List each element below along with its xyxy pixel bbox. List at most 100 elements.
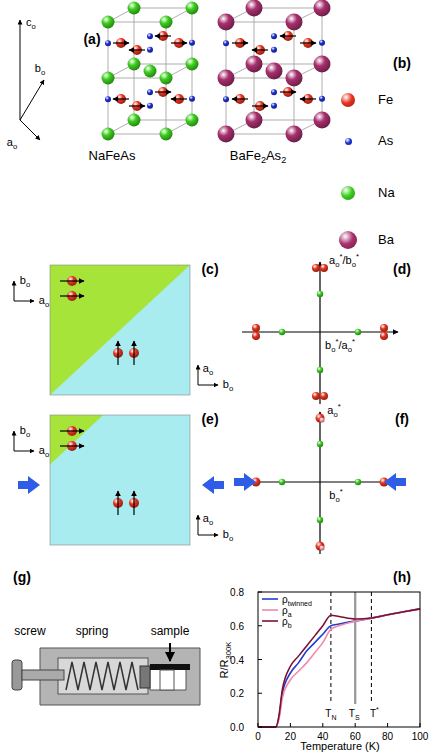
transition-line: [330, 592, 331, 703]
domain-region: [50, 265, 190, 395]
domain-region: [50, 265, 190, 395]
axis-arrow: [198, 365, 199, 385]
axis-arrow: [319, 412, 320, 554]
text-label: 0.2: [230, 688, 244, 699]
atom: [147, 103, 153, 109]
atom: [312, 392, 320, 400]
spin-arrow: [232, 98, 248, 99]
atom: [312, 264, 320, 272]
atom-swatch: [341, 93, 355, 107]
spin-arrow: [129, 105, 145, 106]
pressure-arrow: [384, 473, 406, 491]
text-label: 0.0: [230, 722, 244, 733]
text-label: 0.6: [230, 620, 244, 631]
atom: [380, 324, 388, 332]
tick: [258, 727, 262, 728]
text-label: sample: [151, 625, 190, 638]
atom: [218, 70, 235, 87]
cell-edge: [254, 120, 322, 121]
sample-bar: [150, 664, 190, 670]
spin-arrow: [60, 295, 84, 296]
atom: [286, 126, 303, 143]
atom: [223, 96, 229, 102]
cell-edge: [134, 8, 192, 9]
atom: [105, 40, 111, 46]
cell-edge: [226, 22, 294, 23]
text-label: 0.8: [230, 587, 244, 598]
atom: [128, 2, 141, 15]
atom: [160, 16, 173, 29]
atom: [252, 332, 260, 340]
atom: [314, 0, 331, 17]
atom: [186, 2, 199, 15]
tick: [387, 723, 388, 727]
pressure-arrow: [234, 473, 256, 491]
atom: [316, 414, 325, 423]
spin-arrow: [300, 98, 316, 99]
resistivity-curve: [258, 609, 420, 727]
atom: [102, 128, 115, 141]
atom: [147, 89, 153, 95]
panel-label: (h): [393, 570, 411, 585]
screw-head: [12, 660, 22, 690]
text-label: 80: [382, 731, 393, 742]
domain-region: [50, 415, 190, 545]
text-label: TN: [325, 708, 336, 719]
panel-label: (d): [393, 262, 411, 277]
axis-arrow: [319, 262, 320, 404]
cell-edge: [254, 64, 322, 65]
spin-arrow: [171, 98, 187, 99]
legend-line: [262, 620, 278, 622]
atom: [271, 103, 277, 109]
atom: [160, 128, 173, 141]
atom: [286, 70, 303, 87]
atom: [320, 264, 328, 272]
legend-text: As: [378, 134, 393, 148]
legend-text: Fe: [378, 93, 393, 107]
atom: [271, 33, 277, 39]
atom: [355, 329, 361, 335]
axis-arrow: [14, 431, 15, 451]
legend-line: [262, 609, 278, 611]
axis-arrow: [198, 515, 199, 535]
atom: [105, 96, 111, 102]
atom: [246, 56, 263, 73]
text-label: ao*/bo*: [329, 254, 359, 266]
panel-label: (b): [393, 56, 411, 71]
cell-edge: [254, 8, 322, 9]
axis-arrow: [14, 301, 34, 302]
resistivity-curve: [258, 609, 420, 727]
spin-arrow: [280, 91, 296, 92]
atom: [160, 72, 173, 85]
text-label: BaFe2As2: [230, 149, 286, 163]
atom: [316, 542, 325, 551]
atom: [246, 0, 263, 17]
text-label: 60: [350, 731, 361, 742]
atom: [320, 418, 325, 423]
text-label: bo: [20, 424, 30, 436]
spin-arrow: [60, 445, 84, 446]
text-label: ao: [203, 362, 213, 374]
text-label: bo: [35, 62, 45, 74]
text-label: spring: [76, 625, 109, 638]
tick: [258, 659, 262, 660]
text-label: ao: [203, 512, 213, 524]
text-label: ao: [39, 444, 49, 456]
atom: [271, 47, 277, 53]
atom: [128, 58, 141, 71]
atom: [144, 65, 157, 78]
axis-arrow: [242, 331, 398, 332]
cell-edge: [108, 78, 166, 79]
atom: [314, 56, 331, 73]
atom-swatch: [339, 231, 357, 249]
leader-arrow: [169, 643, 171, 661]
text-label: Temperature (K): [300, 740, 379, 752]
atom: [319, 40, 325, 46]
tick: [355, 723, 356, 727]
atom: [317, 441, 323, 447]
tick: [258, 723, 259, 727]
panel-label: (a): [83, 32, 100, 47]
atom-swatch: [345, 138, 352, 145]
atom: [189, 40, 195, 46]
